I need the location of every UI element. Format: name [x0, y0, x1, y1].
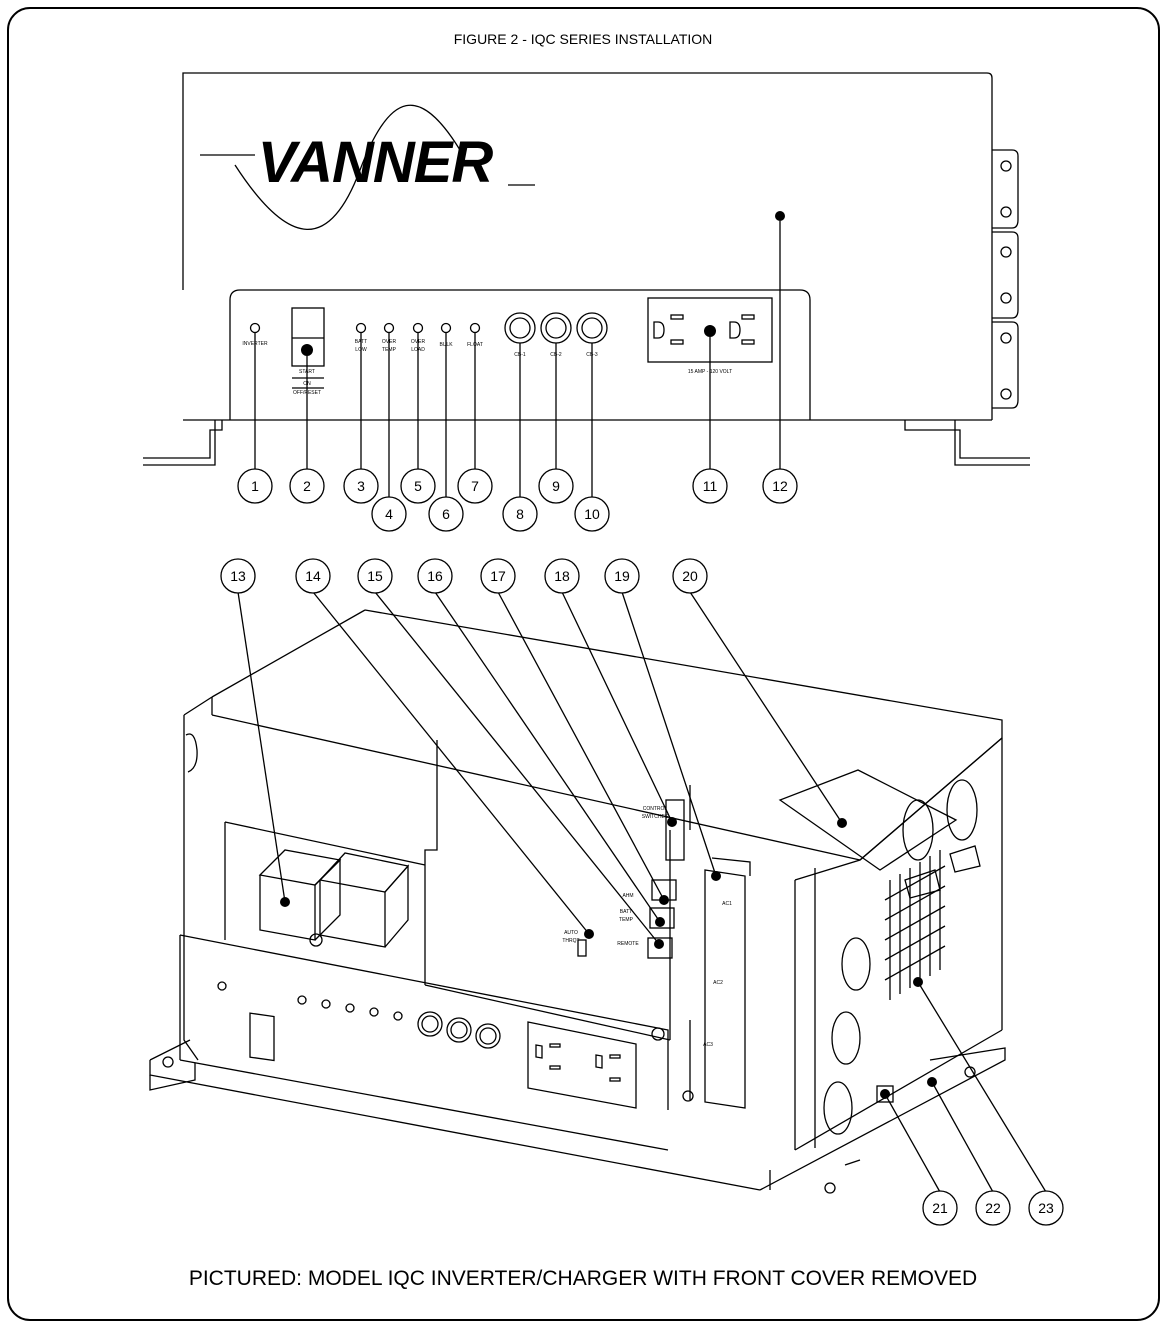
callout-circle-19	[604, 558, 640, 594]
housing-outline	[182, 72, 993, 420]
callout-label-15: 15	[367, 568, 383, 584]
callout-circle-3	[343, 468, 379, 504]
callout-label-20: 20	[682, 568, 698, 584]
callout-circle-11	[692, 468, 728, 504]
callout-label-18: 18	[554, 568, 570, 584]
inverter-led	[249, 322, 261, 334]
svg-text:AC1: AC1	[722, 901, 732, 907]
callout-label-17: 17	[490, 568, 506, 584]
top-leaders	[254, 221, 781, 497]
bottom-leaders	[237, 591, 1047, 1193]
callout-circle-17	[480, 558, 516, 594]
callout-label-2: 2	[303, 478, 311, 494]
callout-label-4: 4	[385, 506, 393, 522]
ac-board: AC1 AC2 AC3	[682, 857, 751, 1109]
power-switch: START ON OFF/RESET	[291, 307, 325, 396]
brand-text: VANNER	[258, 130, 494, 195]
callout-circle-4	[371, 496, 407, 532]
callout-circle-5	[400, 468, 436, 504]
callout-label-7: 7	[471, 478, 479, 494]
callout-circle-21	[922, 1190, 958, 1226]
callout-circle-2	[289, 468, 325, 504]
control-block: CONTROL SWITCHES AHM BATT TEMP REMOTE AU…	[562, 799, 685, 959]
callout-label-10: 10	[584, 506, 600, 522]
callout-label-23: 23	[1038, 1200, 1054, 1216]
callout-circle-22	[975, 1190, 1011, 1226]
callout-label-6: 6	[442, 506, 450, 522]
svg-text:SWITCHES: SWITCHES	[642, 814, 669, 820]
side-brackets	[992, 149, 1019, 409]
svg-text:CONTROL: CONTROL	[643, 806, 668, 812]
callout-label-11: 11	[703, 478, 718, 494]
callout-circle-14	[295, 558, 331, 594]
vanner-logo: VANNER	[200, 104, 535, 231]
callout-label-21: 21	[932, 1200, 948, 1216]
figure-caption: PICTURED: MODEL IQC INVERTER/CHARGER WIT…	[189, 1267, 977, 1290]
svg-text:AHM: AHM	[622, 893, 633, 899]
callout-circle-15	[357, 558, 393, 594]
callout-label-9: 9	[552, 478, 560, 494]
label-plate	[778, 769, 958, 871]
svg-text:TEMP: TEMP	[619, 917, 634, 923]
callout-circle-10	[574, 496, 610, 532]
ac-clamps	[823, 937, 871, 1135]
vent-slots	[884, 850, 946, 1000]
callout-label-14: 14	[305, 568, 321, 584]
figure-border	[7, 7, 1160, 1321]
callout-label-12: 12	[772, 478, 788, 494]
svg-text:AC2: AC2	[713, 980, 723, 986]
status-leds: BATT LOW OVER TEMP OVER LOAD BULK FLOAT	[355, 322, 483, 353]
ground-lug	[876, 1085, 894, 1103]
callout-label-19: 19	[614, 568, 630, 584]
housing-dot	[775, 211, 785, 221]
face-panel	[229, 289, 811, 420]
front-face-components	[217, 933, 665, 1109]
dc-terminals	[902, 779, 981, 899]
svg-text:AC3: AC3	[703, 1042, 713, 1048]
callout-label-1: 1	[251, 478, 259, 494]
svg-text:BATT: BATT	[620, 909, 632, 915]
transformers	[258, 849, 410, 948]
callout-label-13: 13	[230, 568, 246, 584]
callout-circle-1	[237, 468, 273, 504]
figure-title: FIGURE 2 - IQC SERIES INSTALLATION	[454, 31, 713, 47]
callout-label-22: 22	[985, 1200, 1001, 1216]
callout-circle-20	[672, 558, 708, 594]
callout-circle-8	[502, 496, 538, 532]
callout-label-16: 16	[427, 568, 443, 584]
callout-circle-18	[544, 558, 580, 594]
callout-label-8: 8	[516, 506, 524, 522]
svg-text:THRQT: THRQT	[562, 938, 579, 944]
svg-text:AUTO: AUTO	[564, 930, 578, 936]
callout-circle-23	[1028, 1190, 1064, 1226]
callout-circle-13	[220, 558, 256, 594]
callout-circle-7	[457, 468, 493, 504]
callout-circle-6	[428, 496, 464, 532]
svg-text:REMOTE: REMOTE	[617, 941, 639, 947]
callout-label-3: 3	[357, 478, 365, 494]
iso-view: CONTROL SWITCHES AHM BATT TEMP REMOTE AU…	[149, 609, 1006, 1194]
callout-label-5: 5	[414, 478, 422, 494]
callout-circle-12	[762, 468, 798, 504]
callout-circle-9	[538, 468, 574, 504]
front-view: VANNER INVERTER START ON OFF/RESET BATT …	[143, 72, 1030, 497]
callout-circle-16	[417, 558, 453, 594]
